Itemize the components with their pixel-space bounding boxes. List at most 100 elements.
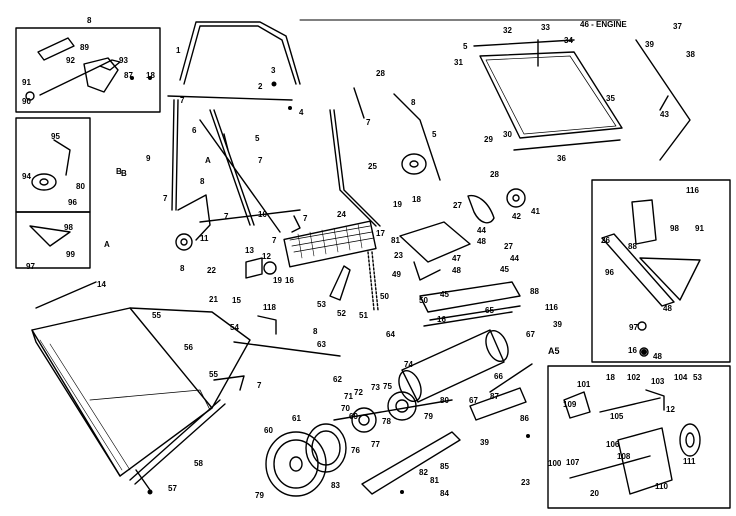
bolt-102 <box>599 397 661 413</box>
lever-arm-right <box>601 233 675 307</box>
label-88: 88 <box>628 242 637 251</box>
label-81: 81 <box>430 476 439 485</box>
handle-crossbar <box>167 95 293 101</box>
label-102: 102 <box>627 373 641 382</box>
side-handle <box>329 109 377 227</box>
label-12-right: 12 <box>666 405 675 414</box>
pulley-upper <box>401 153 427 175</box>
label-16-b: 16 <box>437 315 446 324</box>
label-17: 17 <box>376 229 385 238</box>
label-108-b: 108 <box>617 452 631 461</box>
label-49: 49 <box>392 270 401 279</box>
label-9: 9 <box>146 154 151 163</box>
label-58: 58 <box>194 459 203 468</box>
label-44-b: 44 <box>510 254 519 263</box>
label-51: 51 <box>359 311 368 320</box>
gear-small <box>351 407 377 433</box>
label-79-bottom: 79 <box>255 491 264 500</box>
engine-cable <box>635 39 691 161</box>
label-52: 52 <box>337 309 346 318</box>
label-86: 86 <box>520 414 529 423</box>
label-90: 90 <box>22 97 31 106</box>
label-50: 50 <box>419 296 428 305</box>
label-25: 25 <box>368 162 377 171</box>
label-39-mid: 39 <box>553 320 562 329</box>
label-104: 104 <box>674 373 688 382</box>
label-50-small: 50 <box>380 292 389 301</box>
handle-lower-frame <box>177 194 211 241</box>
label-A: A <box>104 240 110 249</box>
small-wheel-left <box>175 233 193 251</box>
label-2: 2 <box>258 82 263 91</box>
label-7-e: 7 <box>303 214 308 223</box>
label-29: 29 <box>484 135 493 144</box>
label-111: 111 <box>683 457 696 466</box>
label-45-b: 45 <box>500 265 509 274</box>
hopper-body <box>31 307 213 477</box>
drive-chain <box>371 251 379 311</box>
label-89: 89 <box>80 43 89 52</box>
label-28-b: 28 <box>490 170 499 179</box>
label-92: 92 <box>66 56 75 65</box>
inset-box-lower-right <box>547 365 731 509</box>
label-B2: B <box>121 169 127 178</box>
label-7-c: 7 <box>163 194 168 203</box>
label-95: 95 <box>51 132 60 141</box>
label-13: 13 <box>245 246 254 255</box>
wheel-b <box>31 173 57 191</box>
label-118: 118 <box>263 303 276 312</box>
label-103: 103 <box>651 377 665 386</box>
label-A-main: A <box>205 156 211 165</box>
label-26: 26 <box>601 236 610 245</box>
label-4: 4 <box>299 108 304 117</box>
bracket-109 <box>563 391 591 419</box>
sprocket <box>506 188 526 208</box>
quadrant-plate <box>639 257 701 301</box>
plate-67 <box>469 387 527 421</box>
label-22: 22 <box>207 266 216 275</box>
label-66: 66 <box>494 372 503 381</box>
bracket-a <box>29 225 71 247</box>
label-16-right: 16 <box>628 346 637 355</box>
label-76: 76 <box>351 446 360 455</box>
label-24: 24 <box>337 210 346 219</box>
handle-grip <box>37 37 75 61</box>
label-34: 34 <box>564 36 573 45</box>
label-7-low: 7 <box>257 381 262 390</box>
label-a5: A5 <box>548 346 560 356</box>
label-85: 85 <box>440 462 449 471</box>
inset-box-right <box>591 179 731 363</box>
label-56: 56 <box>184 343 193 352</box>
label-79: 79 <box>424 412 433 421</box>
right-handle-rod <box>393 93 441 181</box>
label-65: 65 <box>485 306 494 315</box>
label-5-right: 5 <box>432 130 437 139</box>
hopper-lid-edge <box>129 307 251 409</box>
label-21: 21 <box>209 295 218 304</box>
label-53: 53 <box>317 300 326 309</box>
label-116-b: 116 <box>545 303 558 312</box>
label-6: 6 <box>192 126 197 135</box>
label-7-a: 7 <box>180 96 185 105</box>
label-42: 42 <box>512 212 521 221</box>
label-77: 77 <box>371 440 380 449</box>
grass-bag-cover <box>479 51 623 139</box>
label-62: 62 <box>333 375 342 384</box>
label-11: 11 <box>200 234 209 243</box>
inset-box-upper-left <box>15 27 161 113</box>
label-18: 18 <box>412 195 421 204</box>
label-39-bottom: 39 <box>480 438 489 447</box>
label-31: 31 <box>454 58 463 67</box>
label-38: 38 <box>686 50 695 59</box>
label-7-f: 7 <box>272 236 277 245</box>
guard-53 <box>329 265 351 301</box>
label-27: 27 <box>453 201 462 210</box>
main-handle <box>179 21 301 85</box>
label-96-left: 96 <box>68 198 77 207</box>
label-8-mid: 8 <box>313 327 318 336</box>
label-54: 54 <box>230 323 239 332</box>
label-27-b: 27 <box>504 242 513 251</box>
label-48: 48 <box>452 266 461 275</box>
label-32: 32 <box>503 26 512 35</box>
label-7-mid: 7 <box>366 118 371 127</box>
